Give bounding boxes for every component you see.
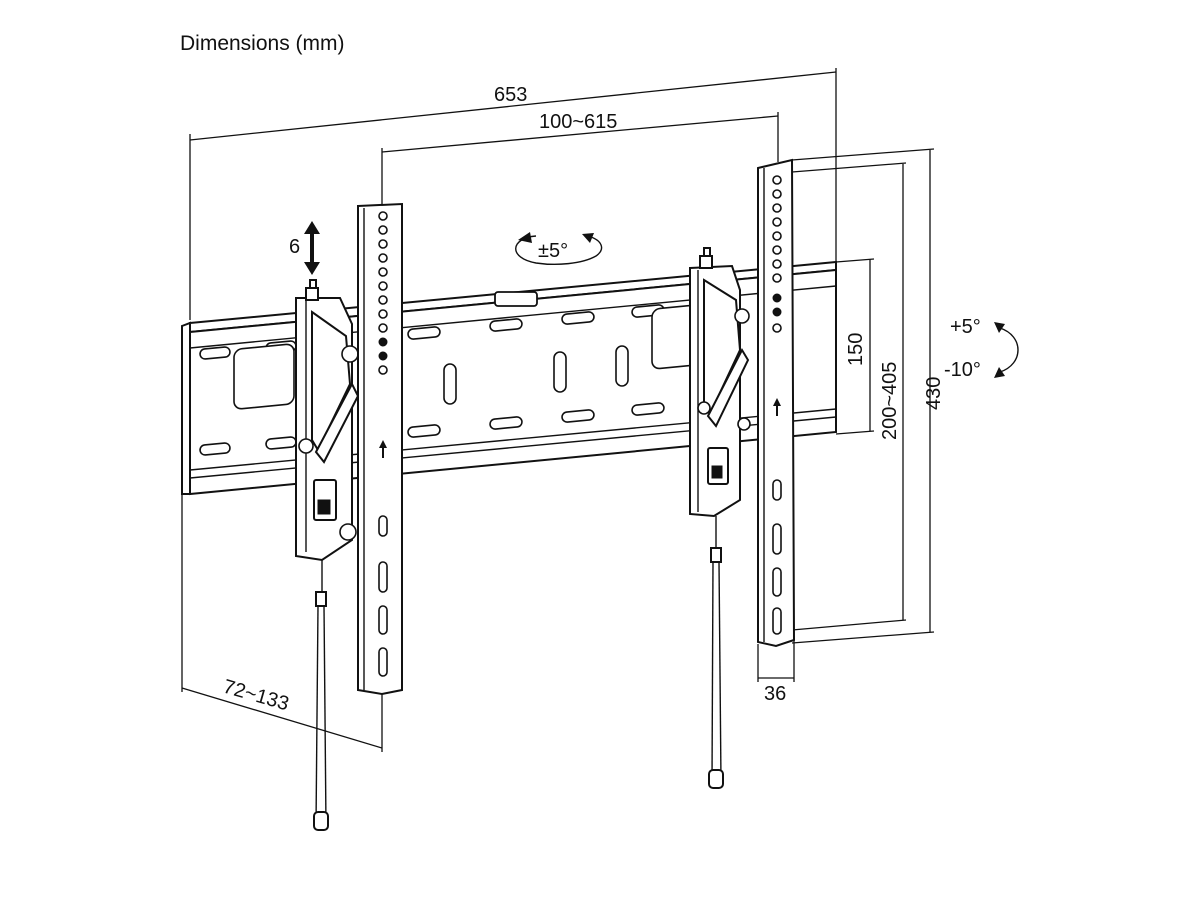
vesa-vertical-label: 200~405 [879, 362, 901, 440]
vertical-adjust-label: 6 [289, 236, 300, 258]
overall-width-label: 653 [494, 84, 527, 106]
tilt-indicator: +5° -10° [944, 316, 1019, 381]
diagram-title: Dimensions (mm) [180, 32, 345, 55]
tilt-down-label: -10° [944, 359, 981, 381]
left-pull-cord [313, 560, 329, 831]
depth-label: 72~133 [221, 676, 292, 716]
dimension-overall-height: 430 [791, 148, 945, 644]
right-vertical-arm [757, 158, 796, 648]
rail-height-label: 150 [845, 333, 867, 366]
rotate-arrow-icon [515, 232, 603, 265]
arm-width-label: 36 [764, 683, 786, 705]
swivel-indicator: ±5° [515, 232, 603, 265]
right-arm-holes [772, 175, 782, 635]
left-arm-holes [378, 211, 388, 677]
tilt-up-label: +5° [950, 316, 981, 338]
dimension-overall-width: 653 [189, 68, 837, 320]
overall-height-label: 430 [923, 377, 945, 410]
up-arrow-icon [379, 440, 387, 458]
double-arrow-icon [304, 221, 320, 275]
vertical-adjust-indicator: 6 [289, 221, 320, 275]
tilt-arrow-icon [994, 322, 1019, 378]
dimension-arm-width: 36 [757, 640, 795, 705]
right-pull-cord [708, 516, 724, 789]
vesa-horizontal-label: 100~615 [539, 111, 617, 133]
dimension-vesa-vertical: 200~405 [791, 162, 907, 631]
left-vertical-arm [357, 202, 403, 696]
dimension-rail-height: 150 [835, 258, 875, 435]
up-arrow-icon [773, 398, 781, 416]
left-tilt-bracket [295, 279, 360, 562]
right-tilt-bracket [689, 247, 751, 518]
swivel-label: ±5° [538, 240, 568, 262]
dimension-vesa-horizontal: 100~615 [381, 111, 779, 204]
lock-tab [494, 291, 538, 307]
